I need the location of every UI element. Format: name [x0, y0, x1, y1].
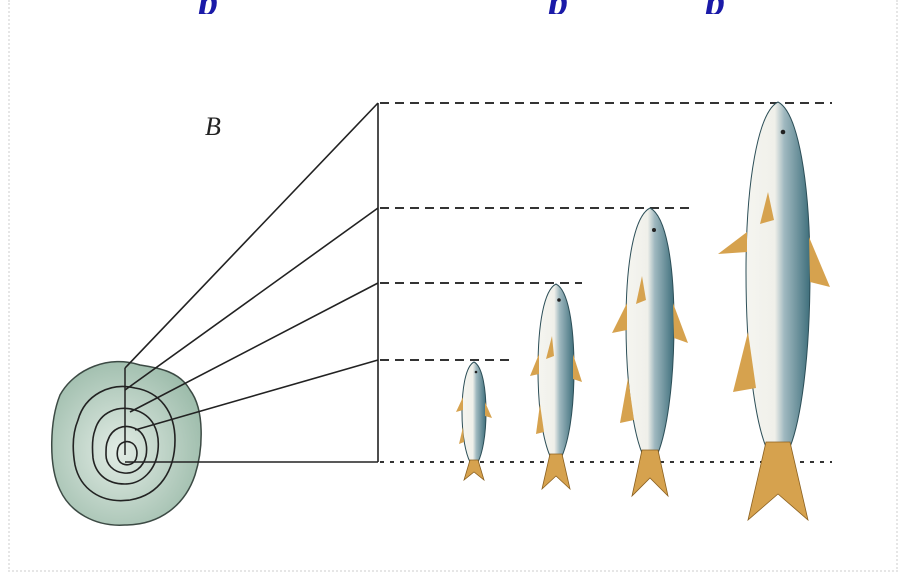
fish-body: [745, 101, 811, 448]
fish-fin: [612, 303, 627, 333]
projection-line-3: [124, 207, 379, 391]
fish-age-3: [612, 207, 688, 498]
fish-age-4: [718, 101, 830, 522]
fish-fin: [673, 303, 688, 343]
fish-eye: [780, 129, 786, 135]
fish-fin: [636, 276, 646, 304]
fish-age-2: [530, 283, 582, 491]
fish-fin: [718, 232, 747, 254]
scale-ring-1: [116, 440, 138, 466]
scale-outline: [51, 360, 202, 526]
fish-fin: [620, 378, 634, 423]
projection-line-4: [124, 102, 379, 369]
fish-fin: [546, 336, 554, 359]
fish-eye: [652, 228, 656, 232]
fish-age-1: [456, 361, 492, 482]
title-fragment-2: р: [548, 0, 568, 14]
fish-eye: [474, 370, 478, 374]
fish-body: [461, 361, 487, 463]
fish-fin: [536, 404, 544, 434]
fish-tail: [631, 449, 669, 498]
fish-fin: [573, 354, 582, 382]
slide-frame: [8, 0, 898, 572]
fish-fin: [485, 402, 492, 418]
title-fragment-3: р: [705, 0, 725, 14]
scale-ring-2: [105, 425, 148, 474]
level-lines: [380, 102, 832, 361]
fish-eye: [557, 298, 561, 302]
fish-fin: [733, 332, 756, 392]
fish-fin: [456, 397, 463, 412]
projection-line-2: [129, 282, 379, 413]
slide-title-fragment: р р р: [0, 0, 908, 14]
fish-fin: [809, 237, 830, 287]
fish-tail: [463, 459, 485, 482]
scale-label: B: [205, 112, 221, 141]
fish-scale: [51, 360, 202, 526]
fish-fin: [530, 354, 539, 376]
fish-fin: [760, 192, 774, 224]
fish-fin: [459, 427, 464, 444]
fish-tail: [541, 453, 571, 491]
projection-lines: [124, 102, 379, 463]
projection-line-1: [134, 359, 379, 431]
scale-ring-3: [91, 407, 160, 485]
fish-tail: [747, 441, 809, 522]
title-fragment-1: р: [198, 0, 218, 14]
